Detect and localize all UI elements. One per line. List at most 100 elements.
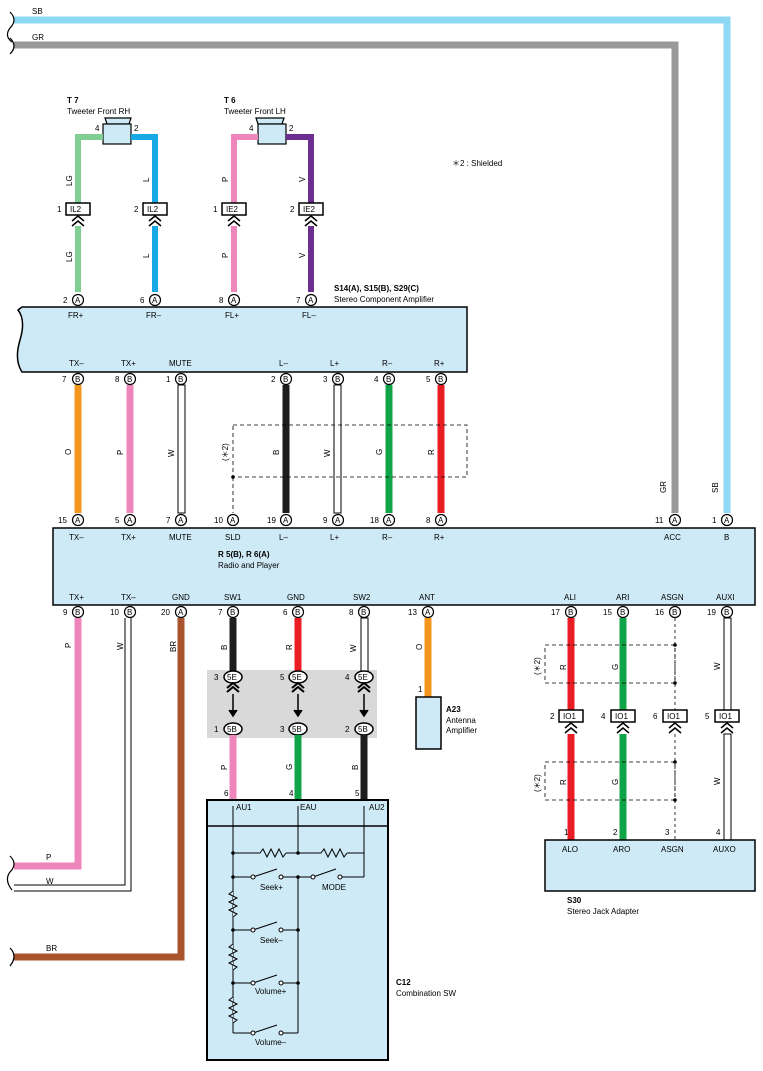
- amp-top-pin: A 2 FR+: [63, 293, 85, 320]
- svg-text:7: 7: [166, 516, 171, 525]
- svg-text:1: 1: [213, 205, 218, 214]
- svg-text:A: A: [178, 608, 184, 617]
- svg-text:2: 2: [271, 375, 276, 384]
- gr-vertical-label: GR: [659, 481, 668, 493]
- svg-text:AUXI: AUXI: [716, 593, 735, 602]
- wire-label: BR: [169, 641, 178, 652]
- svg-text:9: 9: [323, 516, 328, 525]
- radio-and-player-box: [52, 527, 756, 606]
- svg-text:1: 1: [214, 725, 219, 734]
- combination-switch: 6 4 5 AU1 EAU AU2 C12 Combination SW See…: [206, 789, 456, 1061]
- svg-text:5E: 5E: [358, 673, 368, 682]
- connector-ie2-2: IE2 2: [290, 202, 324, 227]
- sb-wire-label: SB: [32, 7, 43, 16]
- wire-label: W: [46, 877, 54, 886]
- svg-text:IO1: IO1: [667, 712, 680, 721]
- antenna-id: A23: [446, 705, 461, 714]
- junction-5e: 5E5: [280, 670, 308, 693]
- svg-text:A: A: [178, 516, 184, 525]
- wire-label: G: [375, 449, 384, 455]
- svg-text:R+: R+: [434, 533, 445, 542]
- jack-adapter-name: Stereo Jack Adapter: [567, 907, 639, 916]
- svg-text:R–: R–: [382, 533, 393, 542]
- svg-text:ASGN: ASGN: [661, 845, 684, 854]
- svg-text:A: A: [308, 296, 314, 305]
- amp-top-pin: A 7 FL–: [296, 293, 318, 320]
- svg-text:B: B: [724, 608, 729, 617]
- switch-mode: MODE: [322, 883, 346, 892]
- svg-text:TX+: TX+: [69, 593, 84, 602]
- wire-label: O: [415, 644, 424, 650]
- tweeter-rh-name: Tweeter Front RH: [67, 107, 130, 116]
- resistor: [259, 847, 287, 859]
- svg-text:1: 1: [57, 205, 62, 214]
- jack-adapter-box: [544, 839, 756, 892]
- svg-text:8: 8: [219, 296, 224, 305]
- speaker-icon: [255, 117, 285, 125]
- tweeter-rh-id: T 7: [67, 96, 79, 105]
- svg-text:5: 5: [705, 712, 710, 721]
- amp-bottom-pin: R–B4: [374, 359, 396, 386]
- wire-w-l: [333, 384, 342, 514]
- svg-text:8: 8: [349, 608, 354, 617]
- wire-label: W: [713, 662, 722, 670]
- wire-p-left: [14, 618, 82, 870]
- svg-text:B: B: [283, 375, 288, 384]
- svg-text:ALI: ALI: [564, 593, 576, 602]
- radio-bottom-pin: TX+B9: [63, 593, 84, 619]
- tweeter-rh-pin-right: 2: [134, 124, 139, 133]
- wire-label: LG: [65, 251, 74, 262]
- svg-text:SW2: SW2: [353, 593, 371, 602]
- svg-text:1: 1: [712, 516, 717, 525]
- svg-text:5: 5: [355, 789, 360, 798]
- svg-text:L–: L–: [279, 533, 288, 542]
- speaker-icon: [104, 117, 132, 125]
- wire-v-upper: [286, 134, 314, 203]
- svg-text:ANT: ANT: [419, 593, 435, 602]
- svg-text:IE2: IE2: [303, 205, 316, 214]
- svg-text:GND: GND: [287, 593, 305, 602]
- svg-text:A: A: [231, 296, 237, 305]
- svg-text:A: A: [152, 296, 158, 305]
- tweeter-front-lh: T 6 Tweeter Front LH 4 2: [224, 96, 294, 145]
- combination-sw-id: C12: [396, 978, 411, 987]
- connector-il2-2: IL2 2: [134, 202, 168, 227]
- svg-text:1: 1: [166, 375, 171, 384]
- antenna-pin: 1: [418, 685, 423, 694]
- wire-break-top: [6, 11, 15, 43]
- svg-text:IL2: IL2: [147, 205, 159, 214]
- radio-top-pin: A1B: [712, 513, 734, 542]
- svg-text:B: B: [620, 608, 625, 617]
- sb-wire-path: [14, 16, 731, 513]
- shield-box: [232, 424, 468, 478]
- wire-label: R: [559, 664, 568, 670]
- shield-mark: (＊2): [221, 443, 230, 461]
- svg-text:B: B: [75, 375, 80, 384]
- svg-text:TX+: TX+: [121, 533, 136, 542]
- svg-text:16: 16: [655, 608, 664, 617]
- gr-wire-path: [14, 41, 679, 513]
- svg-text:5E: 5E: [227, 673, 237, 682]
- svg-text:4: 4: [601, 712, 606, 721]
- amplifier-ids: S14(A), S15(B), S29(C): [334, 284, 419, 293]
- svg-text:ARO: ARO: [613, 845, 630, 854]
- wire-w-sw2: [360, 617, 369, 673]
- svg-text:4: 4: [374, 375, 379, 384]
- svg-text:R+: R+: [434, 359, 445, 368]
- svg-text:B: B: [230, 608, 235, 617]
- svg-text:15: 15: [603, 608, 612, 617]
- svg-text:SW1: SW1: [224, 593, 242, 602]
- wire-lg-upper: [75, 134, 103, 203]
- shield-mark: (＊2): [533, 657, 542, 675]
- svg-text:4: 4: [716, 828, 721, 837]
- svg-text:19: 19: [707, 608, 716, 617]
- amp-top-pin: A 6 FR–: [140, 293, 162, 320]
- svg-text:2: 2: [290, 205, 295, 214]
- svg-text:5B: 5B: [358, 725, 368, 734]
- svg-text:3: 3: [323, 375, 328, 384]
- svg-text:5E: 5E: [292, 673, 302, 682]
- svg-text:IO1: IO1: [719, 712, 732, 721]
